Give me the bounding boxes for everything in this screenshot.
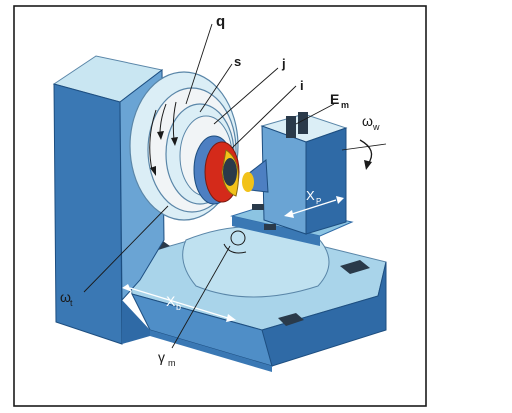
label-j: j [281,56,286,71]
label-xp-sub: P [316,197,321,206]
rail-slot-right [340,260,370,274]
label-xp: X [306,188,315,203]
label-xb-sub: b [176,302,181,312]
label-i: i [300,78,304,93]
label-q: q [216,13,225,30]
label-gamma-m: γ [158,349,165,365]
leader-lines [83,23,335,349]
label-gamma-m-sub: m [168,358,176,368]
rail-slot-front [278,313,304,326]
label-xb: X [166,293,176,309]
label-omega-t-sub: t [70,298,73,308]
label-omega-w: ω [362,113,373,129]
cutter-head [193,135,240,205]
label-em-sub: m [341,100,349,110]
label-omega-w-sub: w [372,122,380,132]
label-em: E [330,91,339,107]
label-s: s [234,54,241,69]
xb-arrow [129,287,229,319]
work-head [230,112,354,246]
label-omega-t: ω [60,289,71,305]
